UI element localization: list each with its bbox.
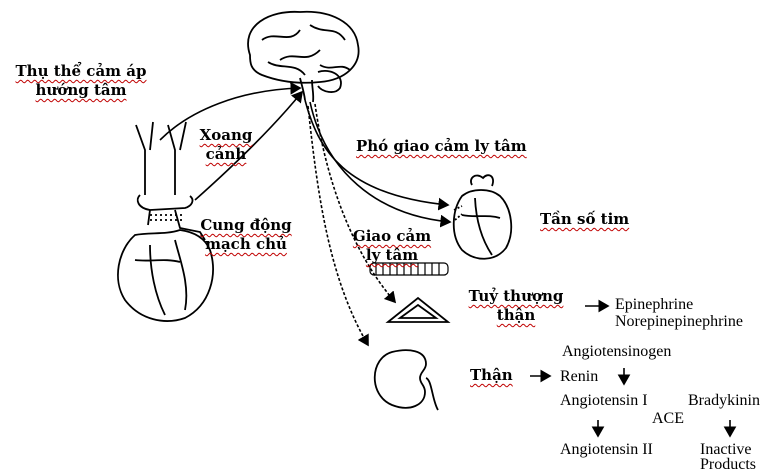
heart-right-illustration <box>454 175 511 259</box>
receptor-line2: hướng tâm <box>36 81 127 99</box>
inactive-products-line2: Products <box>700 456 756 473</box>
bradykinin-text: Bradykinin <box>688 392 760 409</box>
afferent-receptor-label: Thụ thể cảm áp hướng tâm <box>6 62 156 100</box>
receptor-line1: Thụ thể cảm áp <box>16 62 147 80</box>
aortic-arch-label: Cung động mạch chủ <box>196 216 296 254</box>
angiotensin-1-text: Angiotensin I <box>560 392 648 409</box>
carotid-sinus-label: Xoang cảnh <box>190 126 262 164</box>
renin-text: Renin <box>560 368 598 385</box>
arch-line1: Cung động <box>200 216 291 234</box>
sym-line2: ly tâm <box>366 246 418 264</box>
norepinephrine-text: Norepinepinephrine <box>615 313 743 330</box>
kidney-label: Thận <box>470 366 513 385</box>
arch-line2: mạch chủ <box>205 235 287 253</box>
angiotensinogen-text: Angiotensinogen <box>562 343 671 360</box>
brain-illustration <box>248 12 359 102</box>
parasympathetic-label: Phó giao cảm ly tâm <box>356 137 527 156</box>
heart-rate-label: Tần số tim <box>540 210 629 229</box>
sinus-line2: cảnh <box>206 145 247 163</box>
kidney-illustration <box>375 350 438 410</box>
sym-line1: Giao cảm <box>353 227 431 245</box>
angiotensin-2-text: Angiotensin II <box>560 441 653 458</box>
epinephrine-text: Epinephrine <box>615 296 693 313</box>
sympathetic-label: Giao cảm ly tâm <box>348 227 436 265</box>
adrenal-medulla-label: Tuỷ thượng thận <box>460 287 572 325</box>
sympathetic-arrow-heart <box>310 102 450 222</box>
ace-text: ACE <box>652 410 684 427</box>
adrenal-line2: thận <box>497 306 535 324</box>
adrenal-line1: Tuỷ thượng <box>469 287 564 305</box>
adrenal-gland-illustration <box>388 298 448 322</box>
sinus-line1: Xoang <box>200 126 253 144</box>
